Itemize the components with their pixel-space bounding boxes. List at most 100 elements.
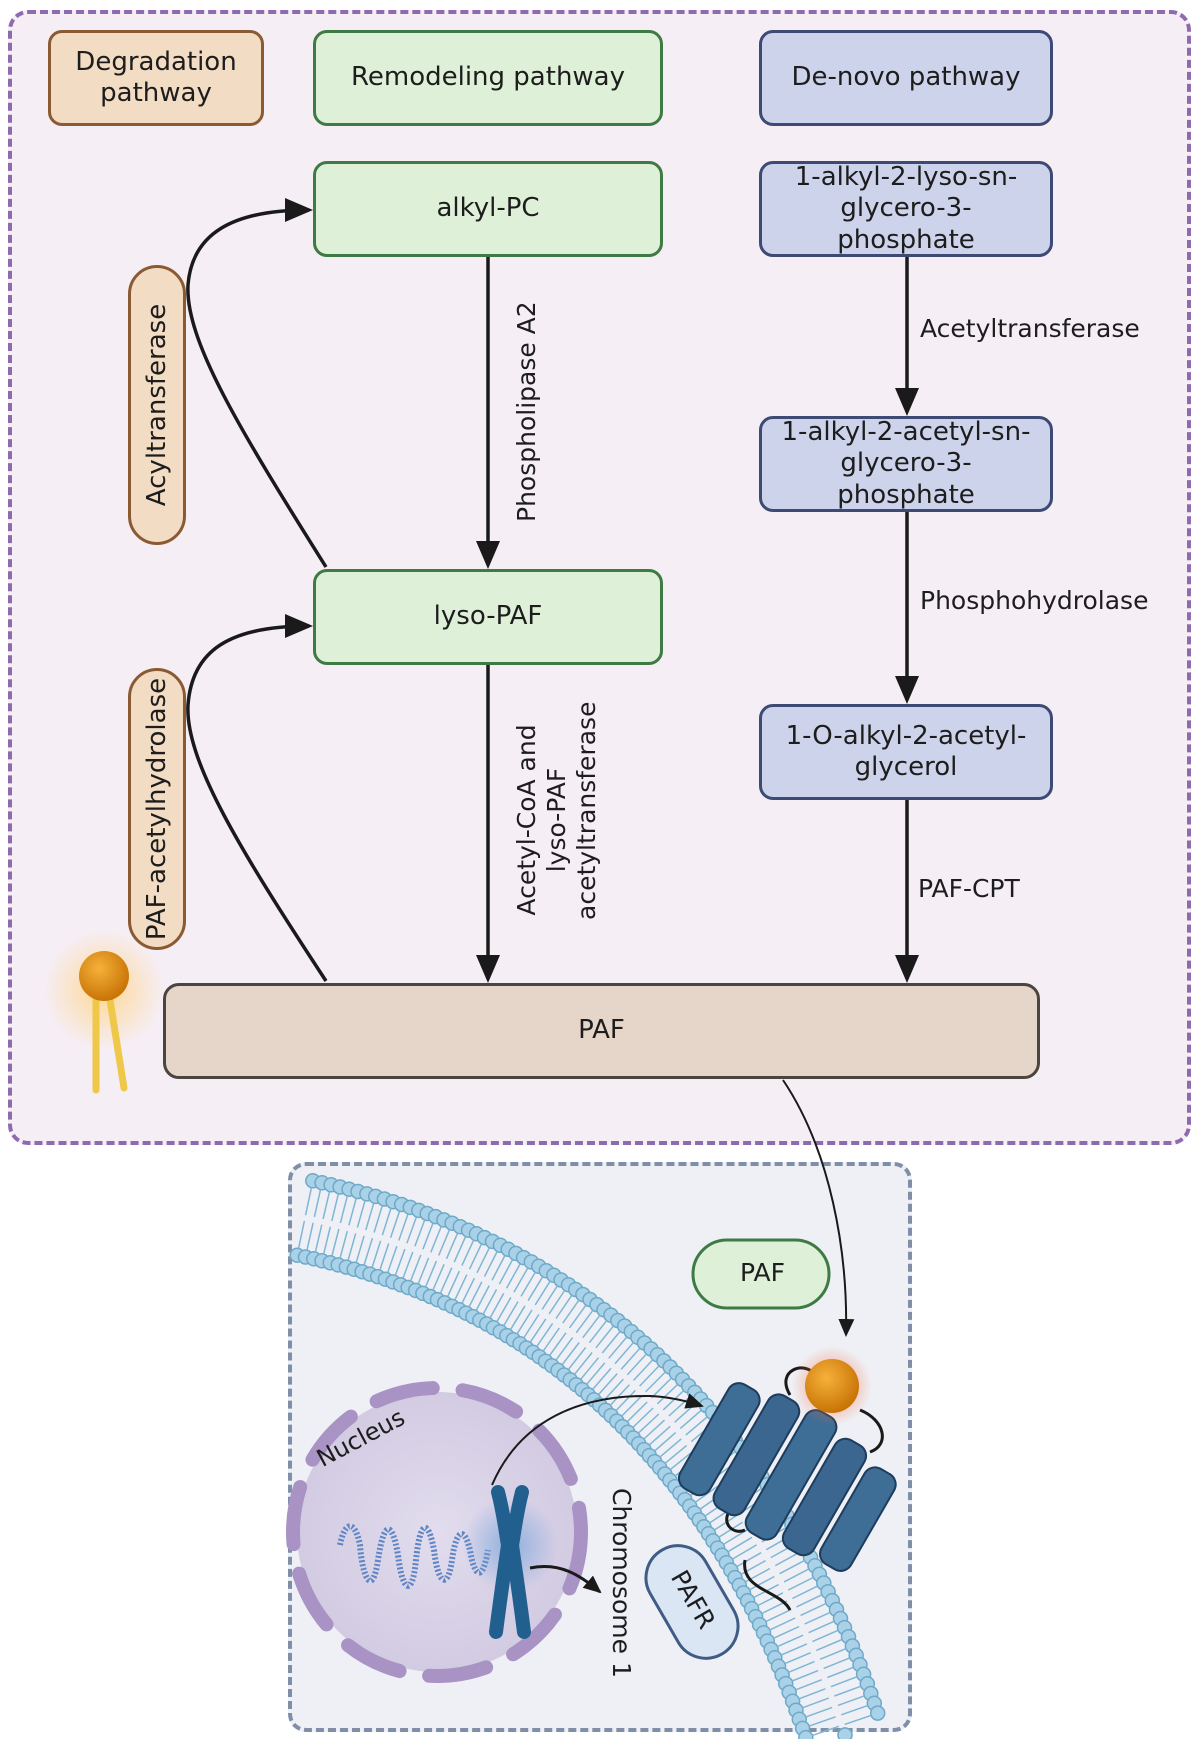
membrane-tail (482, 1289, 498, 1315)
membrane-tail (620, 1347, 641, 1370)
membrane-tail (749, 1575, 775, 1591)
membrane-tail (819, 1648, 847, 1660)
membrane-tail (417, 1257, 430, 1285)
membrane-tail (783, 1568, 810, 1583)
membrane-tail (827, 1666, 854, 1679)
membrane-tail (656, 1383, 679, 1405)
paf-bar: PAF (163, 983, 1040, 1079)
membrane-tail (356, 1200, 366, 1228)
membrane-tail (516, 1309, 533, 1335)
membrane-tail (347, 1233, 357, 1261)
membrane-tail (381, 1208, 392, 1236)
membrane-tail (582, 1314, 601, 1339)
membrane-tail (454, 1274, 468, 1301)
membrane-tail (496, 1297, 512, 1323)
membrane-tail (461, 1277, 476, 1304)
remodeling-pathway-header: Remodeling pathway (313, 30, 663, 126)
membrane-tail (534, 1280, 551, 1306)
membrane-tail (509, 1305, 526, 1331)
membrane-tail (548, 1332, 567, 1356)
membrane-tail (527, 1276, 544, 1301)
membrane-tail (654, 1432, 677, 1452)
alkyl-pc-node: alkyl-PC (313, 161, 663, 257)
membrane-tail (322, 1191, 331, 1220)
membrane-tail (339, 1230, 349, 1259)
membrane-tail (637, 1413, 660, 1434)
membrane-tail (757, 1592, 784, 1607)
arrow-chromosome-to-label (529, 1565, 602, 1594)
membrane-tail (732, 1544, 757, 1560)
membrane-tail (348, 1198, 357, 1226)
membrane-tail (632, 1359, 654, 1381)
membrane-tail (586, 1362, 606, 1385)
membrane-bilayer-icon (289, 1173, 886, 1739)
denovo-step2-node: 1-alkyl-2-acetyl-sn-glycero-3-phosphate (759, 416, 1053, 512)
membrane-tail (483, 1251, 498, 1277)
membrane-tail (784, 1652, 811, 1665)
membrane-tail (409, 1254, 422, 1282)
membrane-tail (592, 1367, 612, 1390)
membrane-tail (588, 1320, 608, 1344)
membrane-tail (779, 1559, 805, 1575)
membrane-tail (402, 1251, 414, 1279)
membrane-tail (615, 1389, 636, 1412)
membrane-tail (373, 1205, 384, 1233)
membrane-tail (339, 1195, 349, 1224)
membrane-tail (453, 1236, 467, 1263)
membrane-tail (313, 1189, 322, 1218)
membrane-tail (438, 1229, 451, 1256)
acetyl-coa-label: Acetyl-CoA and lyso-PAF acetyltransferas… (512, 702, 602, 920)
membrane-tail (685, 1416, 708, 1436)
membrane-tail (643, 1419, 666, 1440)
membrane-tail (621, 1395, 642, 1417)
membrane-tail (787, 1576, 814, 1591)
membrane-tail (773, 1625, 800, 1639)
membrane-tail (314, 1224, 323, 1253)
membrane-tail (798, 1688, 826, 1700)
membrane-tail (575, 1309, 594, 1334)
membrane-tail (662, 1390, 685, 1411)
membrane-tail (648, 1425, 671, 1446)
paf-lipid-icon (44, 930, 164, 1094)
membrane-tail (414, 1219, 426, 1247)
membrane-tail (781, 1643, 808, 1656)
membrane-tail (523, 1313, 540, 1339)
membrane-tail (555, 1337, 574, 1361)
membrane-tail (394, 1248, 406, 1276)
membrane-tail (503, 1301, 519, 1327)
membrane-tail (837, 1695, 865, 1707)
membrane-tail (639, 1365, 660, 1387)
acetyl-coa-line2: lyso-PAF (542, 767, 571, 873)
membrane-tail (609, 1384, 630, 1406)
membrane-tail (568, 1304, 587, 1329)
membrane-tail (548, 1290, 566, 1315)
arrow-paf-to-receptor (782, 1079, 855, 1337)
membrane-tail (542, 1327, 560, 1352)
membrane-tail (424, 1260, 438, 1288)
membrane-tail (406, 1216, 418, 1244)
membrane-tail (513, 1267, 529, 1293)
membrane-tail (727, 1536, 753, 1553)
membrane-tail (439, 1267, 453, 1294)
membrane-tail (736, 1552, 762, 1568)
membrane-tail (614, 1342, 634, 1365)
phospholipase-a2-label: Phospholipase A2 (512, 301, 541, 522)
membrane-tail (788, 1660, 815, 1673)
membrane-tail (498, 1259, 514, 1285)
phosphohydrolase-label: Phosphohydrolase (920, 586, 1149, 615)
membrane-tail (430, 1226, 442, 1253)
membrane-tail (468, 1243, 483, 1270)
membrane-tail (580, 1357, 600, 1380)
membrane-tail (674, 1403, 697, 1423)
membrane-bead (869, 1705, 886, 1721)
pafr-shape (644, 1544, 740, 1660)
membrane-tail (830, 1675, 858, 1688)
acyltransferase-pill: Acyltransferase (128, 265, 186, 545)
membrane-tail (802, 1697, 830, 1709)
membrane-tail (386, 1245, 398, 1273)
membrane-tail (816, 1638, 843, 1652)
membrane-tail (461, 1239, 475, 1266)
membrane-tail (664, 1444, 688, 1464)
membrane-tail (371, 1240, 382, 1268)
